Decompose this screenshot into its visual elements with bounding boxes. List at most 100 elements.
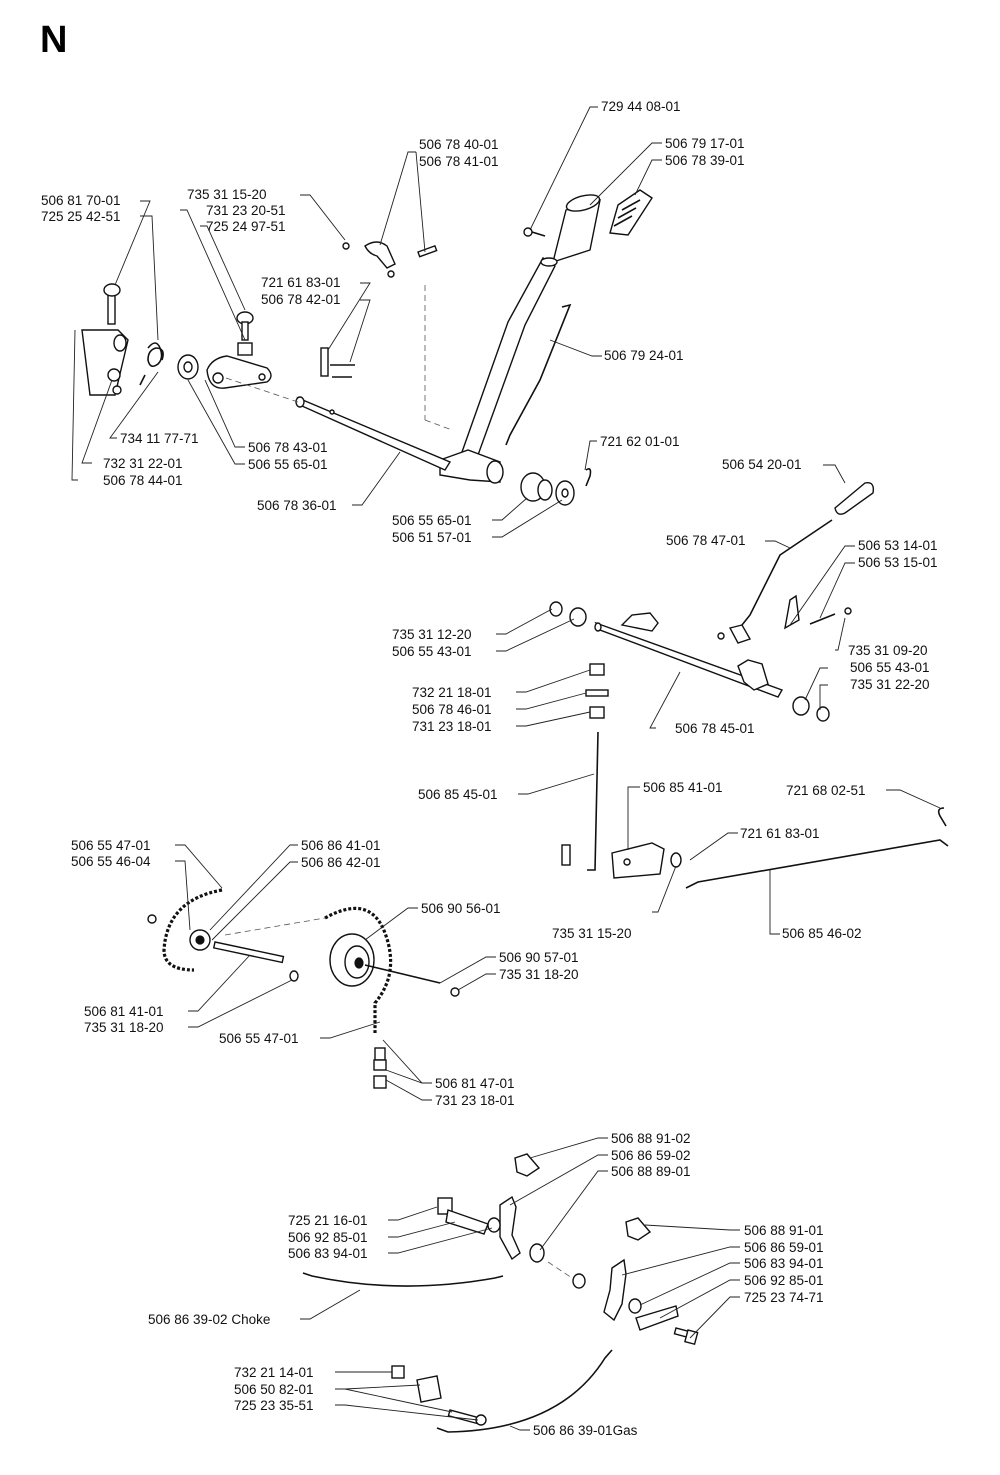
plate-right-gas <box>628 1298 679 1331</box>
part-label: 506 78 40-01 <box>419 137 499 152</box>
part-label: 506 83 94-01 <box>744 1256 824 1271</box>
hook-rod <box>505 303 572 446</box>
part-label: 506 85 46-02 <box>782 926 862 941</box>
gas-cable <box>436 1349 613 1433</box>
part-label: 506 78 41-01 <box>419 154 499 169</box>
left-bracket <box>81 283 129 396</box>
clamp-bottom <box>391 1365 487 1426</box>
part-label: 721 61 83-01 <box>740 826 820 841</box>
part-label: 731 23 18-01 <box>412 719 492 734</box>
pivot-plate <box>611 842 665 879</box>
part-label: 506 81 47-01 <box>435 1076 515 1091</box>
pulley-pin-washer <box>450 987 460 997</box>
cotter-pin <box>585 468 592 487</box>
part-label: 506 79 24-01 <box>604 348 684 363</box>
part-label: 735 31 12-20 <box>392 627 472 642</box>
part-label: 732 21 14-01 <box>234 1365 314 1380</box>
part-label: 506 78 44-01 <box>103 473 183 488</box>
part-label: 731 23 18-01 <box>435 1093 515 1108</box>
part-label: 506 54 20-01 <box>722 457 802 472</box>
washer-right <box>555 480 575 506</box>
spring-pin <box>809 613 836 625</box>
chain-main <box>324 906 393 1033</box>
crossbar-tube <box>295 396 452 471</box>
lever-gas <box>603 1258 627 1322</box>
cable-clamp-top <box>514 1153 541 1177</box>
chain-left <box>162 888 223 972</box>
part-label: 506 81 41-01 <box>84 1004 164 1019</box>
bushing-left <box>177 354 199 380</box>
part-label: 506 90 56-01 <box>421 901 501 916</box>
part-label: 506 86 39-01Gas <box>533 1423 638 1438</box>
nut-mid <box>572 1273 586 1289</box>
part-label: 721 62 01-01 <box>600 434 680 449</box>
part-label: 506 86 39-02 Choke <box>148 1312 270 1327</box>
part-label: 721 68 02-51 <box>786 783 866 798</box>
lever-choke <box>487 1195 521 1261</box>
part-label: 506 90 57-01 <box>499 950 579 965</box>
part-label: 506 85 41-01 <box>643 780 723 795</box>
lever-knob <box>834 482 875 515</box>
part-label: 735 31 15-20 <box>187 187 267 202</box>
handle-grip <box>552 194 601 264</box>
part-label: 506 88 89-01 <box>611 1164 691 1179</box>
bolt-nut-left <box>236 311 254 356</box>
part-label: 506 53 15-01 <box>858 555 938 570</box>
part-label: 725 23 74-71 <box>744 1290 824 1305</box>
part-label: 725 24 97-51 <box>206 219 286 234</box>
part-label: 506 86 59-01 <box>744 1240 824 1255</box>
part-label: 506 88 91-01 <box>744 1223 824 1238</box>
part-label: 506 78 45-01 <box>675 721 755 736</box>
pulley <box>329 933 375 987</box>
chain-assembly <box>147 888 460 1089</box>
part-label: 506 55 47-01 <box>71 838 151 853</box>
clevis-pin <box>417 244 438 258</box>
part-label: 506 55 43-01 <box>392 644 472 659</box>
lever-bracket <box>728 594 800 644</box>
part-label: 506 92 85-01 <box>744 1273 824 1288</box>
part-label: 506 78 36-01 <box>257 498 337 513</box>
sprocket-shaft <box>212 941 285 964</box>
part-label: 731 23 20-51 <box>206 203 286 218</box>
part-label: 506 55 43-01 <box>850 660 930 675</box>
part-label: 506 78 43-01 <box>248 440 328 455</box>
part-label: 506 85 45-01 <box>418 787 498 802</box>
gear-shaft <box>594 612 784 698</box>
washers-left <box>549 601 587 627</box>
part-label: 506 78 42-01 <box>261 292 341 307</box>
leader-lines <box>71 106 941 1431</box>
part-label: 506 55 46-04 <box>71 854 151 869</box>
torsion-spring <box>139 342 164 386</box>
part-label: 735 31 09-20 <box>848 643 928 658</box>
part-label: 725 25 42-51 <box>41 209 121 224</box>
choke-cable <box>302 1272 504 1287</box>
vertical-rod <box>587 731 599 871</box>
washers-right <box>792 696 830 722</box>
part-label: 725 21 16-01 <box>288 1213 368 1228</box>
clip-small-left <box>717 632 725 640</box>
clip-small <box>844 607 852 615</box>
part-label: 506 55 47-01 <box>219 1031 299 1046</box>
part-labels: 729 44 08-01 506 78 40-01 506 78 41-01 5… <box>41 99 938 1438</box>
part-label: 506 86 42-01 <box>301 855 381 870</box>
part-label: 506 88 91-02 <box>611 1131 691 1146</box>
handle-assembly <box>81 189 653 506</box>
part-label: 506 78 46-01 <box>412 702 492 717</box>
nut-stack <box>585 663 609 719</box>
part-label: 506 78 47-01 <box>666 533 746 548</box>
part-label: 506 78 39-01 <box>665 153 745 168</box>
hairpin-clip <box>937 807 947 827</box>
part-label: 506 81 70-01 <box>41 193 121 208</box>
rod-clip <box>561 844 571 866</box>
sheet-letter: N <box>40 19 67 61</box>
eye-bolt-nuts <box>373 1047 387 1089</box>
clip-ring <box>670 852 682 868</box>
part-label: 506 86 59-02 <box>611 1148 691 1163</box>
grip-cover <box>609 189 653 236</box>
pulley-axle <box>364 964 441 984</box>
part-label: 735 31 15-20 <box>552 926 632 941</box>
long-link-rod <box>685 839 949 889</box>
part-label: 729 44 08-01 <box>601 99 681 114</box>
part-label: 734 11 77-71 <box>120 431 199 446</box>
